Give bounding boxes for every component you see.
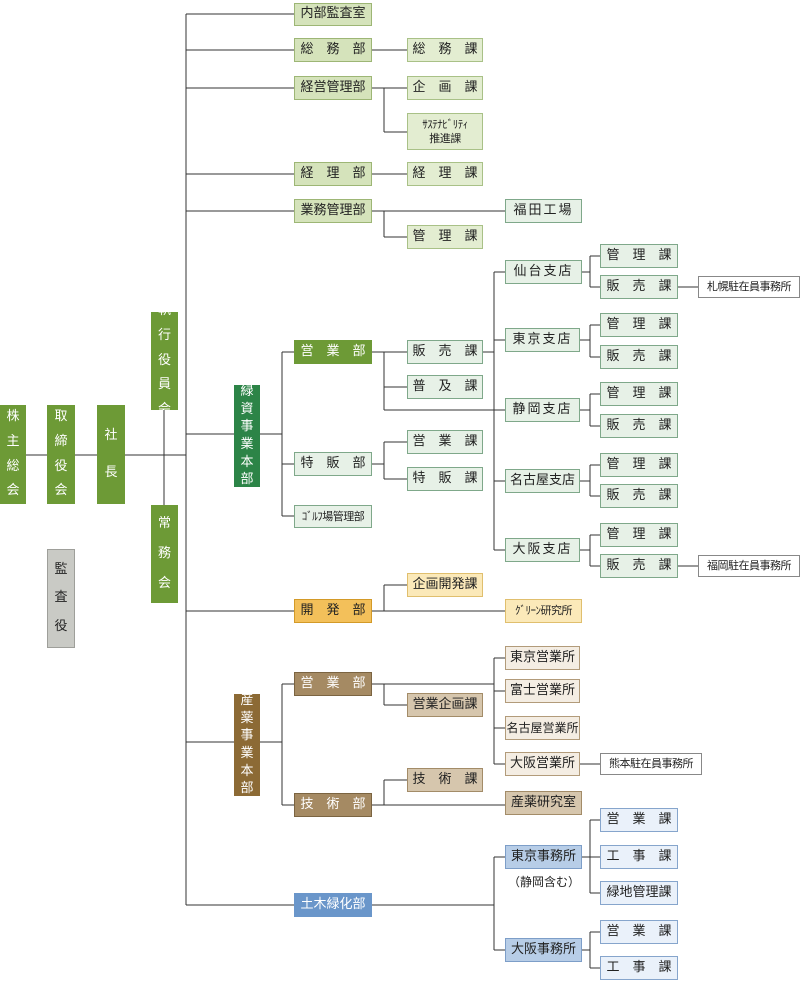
vertical-char: 株 (6, 409, 20, 425)
industrial-division-box: 産薬事業本部 (234, 694, 260, 796)
sendai-branch-box: 仙台支店 (505, 260, 582, 284)
vertical-char: 役 (54, 458, 68, 474)
accounting-section-box: 経 理 課 (407, 162, 483, 186)
vertical-char: 役 (157, 352, 171, 368)
shizuoka-branch-box: 静岡支店 (505, 398, 580, 422)
sendai-admin-section-box: 管 理 課 (600, 244, 678, 268)
sales-section-box: 販 売 課 (407, 340, 483, 364)
planning-section-box: 企 画 課 (407, 76, 483, 100)
tech-dept-box: 技 術 部 (294, 793, 372, 817)
accounting-dept-box: 経 理 部 (294, 162, 372, 186)
shizuoka-sales-section-box: 販 売 課 (600, 414, 678, 438)
vertical-char: 本 (240, 454, 254, 470)
nagoya-sales-office-box: 名古屋営業所 (505, 716, 580, 740)
vertical-char: 取 (54, 409, 68, 425)
tokyo-sales-office-box: 東京営業所 (505, 646, 580, 670)
civil-dept-box: 土木緑化部 (294, 893, 372, 917)
planning-development-section-box: 企画開発課 (407, 573, 483, 597)
tokyo-admin-section-box: 管 理 課 (600, 313, 678, 337)
vertical-char: 本 (240, 763, 254, 779)
vertical-char: 薬 (240, 710, 254, 726)
vertical-char: 常 (157, 516, 171, 532)
admin-section-box: 管 理 課 (407, 225, 483, 249)
general-affairs-section-box: 総 務 課 (407, 38, 483, 62)
vertical-char: 事 (240, 419, 254, 435)
tokyo-sales-section-box: 販 売 課 (600, 345, 678, 369)
vertical-char: 査 (54, 590, 68, 606)
management-planning-dept-box: 経営管理部 (294, 76, 372, 100)
vertical-char: 事 (240, 728, 254, 744)
sendai-sales-section-box: 販 売 課 (600, 275, 678, 299)
vertical-char: 社 (104, 428, 118, 444)
greenery-division-box: 緑資事業本部 (234, 385, 260, 487)
auditor-box: 監査役 (47, 549, 75, 648)
osaka-civil-office-box: 大阪事務所 (505, 938, 582, 962)
osaka-branch-box: 大阪支店 (505, 538, 580, 562)
sustainability-section-box: ｻｽﾃﾅﾋﾞﾘﾃｨ 推進課 (407, 113, 483, 150)
vertical-char: 会 (157, 575, 171, 591)
osaka-sales-section-box: 販 売 課 (600, 554, 678, 578)
nagoya-admin-section-box: 管 理 課 (600, 453, 678, 477)
development-dept-box: 開 発 部 (294, 599, 372, 623)
osaka-civil-works-section-box: 工 事 課 (600, 956, 678, 980)
vertical-char: 部 (240, 472, 254, 487)
vertical-char: 主 (6, 433, 20, 449)
osaka-sales-office-box: 大阪営業所 (505, 752, 580, 776)
vertical-char: 緑 (240, 385, 254, 400)
green-lab-box: ｸﾞﾘｰﾝ研究所 (505, 599, 582, 623)
vertical-char: 会 (6, 483, 20, 499)
vertical-char: 業 (240, 437, 254, 452)
vertical-char: 部 (240, 781, 254, 796)
osaka-civil-sales-section-box: 営 業 課 (600, 920, 678, 944)
special-business-section-box: 営 業 課 (407, 430, 483, 454)
vertical-char: 役 (54, 618, 68, 634)
vertical-char: 業 (240, 746, 254, 761)
sapporo-office-box: 札幌駐在員事務所 (698, 276, 800, 298)
fuji-sales-office-box: 富士営業所 (505, 679, 580, 703)
fukuoka-office-box: 福岡駐在員事務所 (698, 555, 800, 577)
special-sales-dept-box: 特 販 部 (294, 452, 372, 476)
tokyo-civil-office-box: 東京事務所 (505, 845, 582, 869)
president-box: 社長 (97, 405, 125, 504)
vertical-char: 長 (104, 464, 118, 480)
fukuda-factory-box: 福田工場 (505, 199, 582, 223)
vertical-char: 産 (240, 694, 254, 709)
board-box: 取締役会 (47, 405, 75, 504)
shareholders-box: 株主総会 (0, 405, 26, 504)
nagoya-sales-section-box: 販 売 課 (600, 484, 678, 508)
vertical-char: 資 (240, 401, 254, 417)
vertical-char: 行 (157, 327, 171, 343)
tokyo-civil-sales-section-box: 営 業 課 (600, 808, 678, 832)
vertical-char: 務 (157, 546, 171, 562)
promotion-section-box: 普 及 課 (407, 375, 483, 399)
vertical-char: 会 (54, 483, 68, 499)
internal-audit-box: 内部監査室 (294, 3, 372, 26)
vertical-char: 総 (6, 458, 20, 474)
sales-planning-section-box: 営業企画課 (407, 693, 483, 717)
tokyo-civil-works-section-box: 工 事 課 (600, 845, 678, 869)
executive-committee-box: 執行役員会 (151, 312, 178, 410)
kumamoto-office-box: 熊本駐在員事務所 (600, 753, 702, 775)
managing-committee-box: 常務会 (151, 505, 178, 603)
osaka-admin-section-box: 管 理 課 (600, 523, 678, 547)
business-admin-dept-box: 業務管理部 (294, 199, 372, 223)
golf-course-dept-box: ｺﾞﾙﾌ場管理部 (294, 505, 372, 528)
tokyo-branch-box: 東京支店 (505, 328, 580, 352)
green-space-section-box: 緑地管理課 (600, 881, 678, 905)
industrial-lab-box: 産薬研究室 (505, 791, 582, 815)
industrial-sales-dept-box: 営 業 部 (294, 672, 372, 696)
vertical-char: 執 (158, 312, 171, 324)
tokyo-civil-office-note: （静岡含む） (508, 875, 581, 889)
vertical-char: 員 (157, 377, 171, 393)
tech-section-box: 技 術 課 (407, 768, 483, 792)
vertical-char: 監 (54, 561, 68, 577)
shizuoka-admin-section-box: 管 理 課 (600, 382, 678, 406)
greenery-sales-dept-box: 営 業 部 (294, 340, 372, 364)
special-sales-section-box: 特 販 課 (407, 467, 483, 491)
general-affairs-dept-box: 総 務 部 (294, 38, 372, 62)
vertical-char: 締 (54, 433, 68, 449)
vertical-char: 会 (157, 402, 171, 410)
nagoya-branch-box: 名古屋支店 (505, 469, 580, 493)
